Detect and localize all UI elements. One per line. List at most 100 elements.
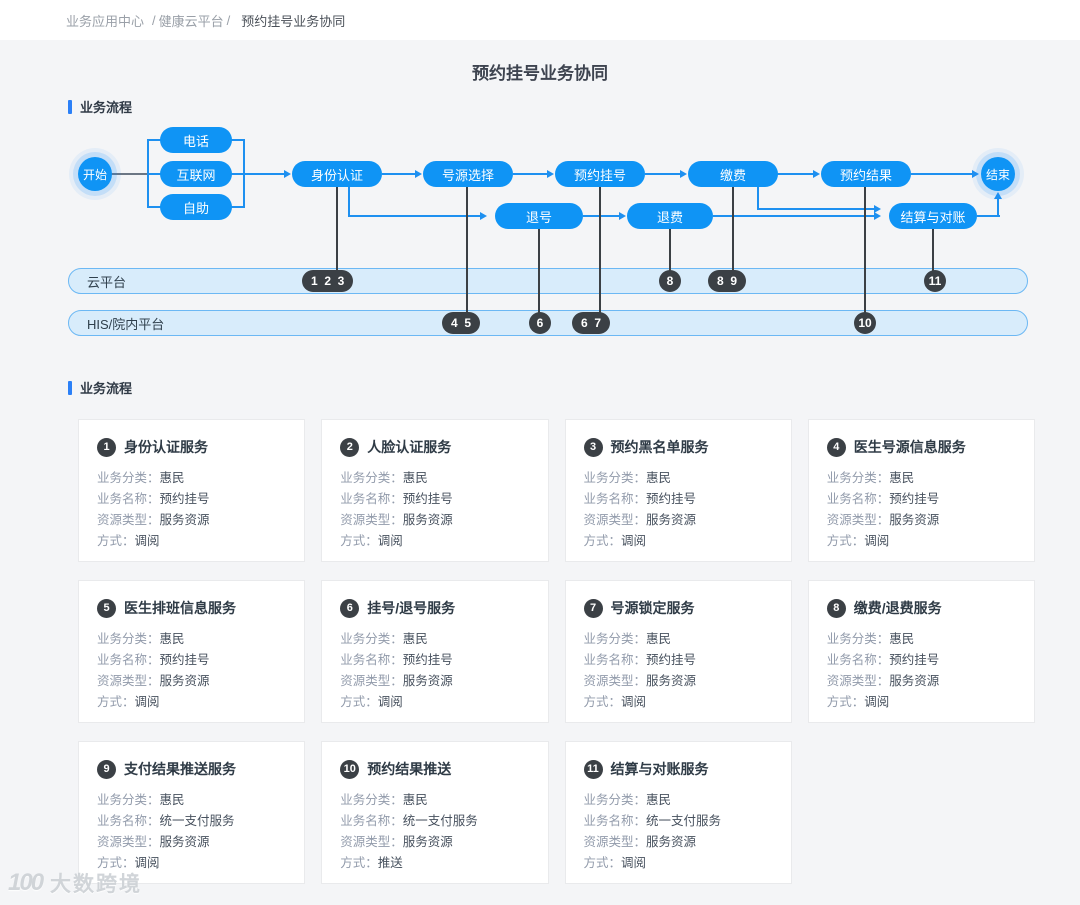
flow-node-source: 号源选择: [423, 161, 513, 187]
card-number-badge: 10: [340, 759, 360, 779]
card-title: 人脸认证服务: [367, 439, 452, 455]
connector: [713, 215, 874, 217]
field-resource: 资源类型：服务资源: [340, 674, 453, 688]
arrow-icon: [972, 170, 979, 178]
card-title: 身份认证服务: [124, 439, 208, 455]
arrow-icon: [547, 170, 554, 178]
flow-node-refund: 退费: [627, 203, 713, 229]
field-category: 业务分类：惠民: [583, 471, 672, 485]
card-fields: 业务分类：惠民 业务名称：预约挂号 资源类型：服务资源 方式：调阅: [584, 629, 773, 713]
section-header-services: 业务流程: [68, 378, 1080, 397]
service-card: 6 挂号/退号服务 业务分类：惠民 业务名称：预约挂号 资源类型：服务资源 方式…: [321, 580, 549, 723]
step-badge-67: 6 7: [572, 312, 611, 334]
card-fields: 业务分类：惠民 业务名称：预约挂号 资源类型：服务资源 方式：调阅: [97, 468, 286, 552]
card-header: 3 预约黑名单服务: [583, 437, 773, 457]
card-fields: 业务分类：惠民 业务名称：预约挂号 资源类型：服务资源 方式：调阅: [584, 468, 773, 552]
connector: [977, 215, 1000, 217]
card-number-badge: 9: [97, 759, 116, 779]
connector: [757, 208, 874, 210]
field-name: 业务名称：预约挂号: [826, 653, 940, 667]
card-number-badge: 3: [583, 437, 603, 457]
arrow-icon: [480, 212, 487, 220]
field-resource: 资源类型：服务资源: [826, 674, 940, 688]
service-card: 11 结算与对账服务 业务分类：惠民 业务名称：统一支付服务 资源类型：服务资源…: [564, 741, 792, 884]
connector: [777, 173, 813, 175]
field-name: 业务名称：预约挂号: [583, 653, 697, 667]
card-header: 2 人脸认证服务: [340, 437, 529, 457]
field-resource: 资源类型：服务资源: [583, 674, 697, 688]
connector: [997, 199, 999, 217]
field-method: 方式：调阅: [583, 695, 647, 709]
arrow-icon: [813, 170, 820, 178]
step-badge-123: 1 2 3: [302, 270, 354, 292]
field-category: 业务分类：惠民: [340, 471, 428, 485]
breadcrumb-item-app-center[interactable]: 业务应用中心: [66, 13, 145, 29]
service-card: 10 预约结果推送 业务分类：惠民 业务名称：统一支付服务 资源类型：服务资源 …: [321, 741, 549, 884]
connector: [348, 187, 350, 216]
card-header: 1 身份认证服务: [97, 437, 286, 457]
connector: [757, 187, 759, 209]
service-card: 2 人脸认证服务 业务分类：惠民 业务名称：预约挂号 资源类型：服务资源 方式：…: [321, 419, 549, 562]
field-resource: 资源类型：服务资源: [97, 835, 210, 849]
card-number-badge: 5: [97, 598, 116, 618]
flow-node-identity: 身份认证: [292, 161, 382, 187]
card-header: 8 缴费/退费服务: [826, 598, 1016, 618]
arrow-icon: [415, 170, 422, 178]
field-method: 方式：调阅: [826, 695, 890, 709]
card-number-badge: 8: [826, 598, 846, 618]
field-method: 方式：调阅: [97, 534, 160, 548]
card-number-badge: 4: [826, 437, 846, 457]
connector: [382, 173, 415, 175]
field-method: 方式：调阅: [826, 534, 890, 548]
section-accent-bar: [68, 380, 72, 395]
card-header: 5 医生排班信息服务: [97, 598, 286, 618]
step-badge-45: 4 5: [442, 312, 481, 334]
flow-node-register: 预约挂号: [555, 161, 645, 187]
service-card: 4 医生号源信息服务 业务分类：惠民 业务名称：预约挂号 资源类型：服务资源 方…: [807, 419, 1035, 562]
connector: [348, 215, 480, 217]
card-header: 11 结算与对账服务: [583, 759, 773, 779]
breadcrumb-separator: /: [226, 12, 231, 28]
field-name: 业务名称：预约挂号: [97, 653, 210, 667]
step-badge-11: 11: [924, 270, 946, 292]
breadcrumb-item-health-cloud[interactable]: 健康云平台: [158, 13, 224, 29]
service-card: 7 号源锁定服务 业务分类：惠民 业务名称：预约挂号 资源类型：服务资源 方式：…: [564, 580, 792, 723]
step-badge-8: 8: [659, 270, 681, 292]
field-method: 方式：调阅: [583, 534, 647, 548]
flow-node-settlement: 结算与对账: [889, 203, 977, 229]
section-header-flow: 业务流程: [68, 97, 1080, 116]
field-category: 业务分类：惠民: [340, 793, 428, 807]
card-fields: 业务分类：惠民 业务名称：预约挂号 资源类型：服务资源 方式：调阅: [340, 468, 529, 552]
card-fields: 业务分类：惠民 业务名称：预约挂号 资源类型：服务资源 方式：调阅: [827, 629, 1016, 713]
section-header-label: 业务流程: [80, 100, 133, 115]
drop-line: [336, 187, 338, 271]
section-accent-bar: [68, 99, 72, 114]
drop-line: [864, 187, 866, 313]
connector-start: [111, 173, 160, 175]
flow-diagram: 开始 结束 电话 互联网 自助 身份认证 号源选择 预约挂号 缴费 预约结果 退…: [0, 120, 1080, 352]
card-number-badge: 6: [340, 598, 360, 618]
field-category: 业务分类：惠民: [583, 793, 672, 807]
watermark-text: 大数跨境: [50, 873, 143, 896]
field-method: 方式：调阅: [97, 695, 160, 709]
arrow-icon: [680, 170, 687, 178]
card-title: 支付结果推送服务: [124, 761, 236, 777]
breadcrumb-separator: /: [152, 12, 156, 28]
flow-node-cancel: 退号: [495, 203, 583, 229]
card-fields: 业务分类：惠民 业务名称：统一支付服务 资源类型：服务资源 方式：推送: [340, 790, 529, 874]
field-name: 业务名称：预约挂号: [340, 653, 453, 667]
drop-line: [466, 187, 468, 313]
field-category: 业务分类：惠民: [826, 471, 915, 485]
field-name: 业务名称：预约挂号: [826, 492, 940, 506]
field-resource: 资源类型：服务资源: [826, 513, 940, 527]
service-card: 3 预约黑名单服务 业务分类：惠民 业务名称：预约挂号 资源类型：服务资源 方式…: [564, 419, 792, 562]
field-category: 业务分类：惠民: [97, 471, 185, 485]
flow-node-phone: 电话: [160, 127, 232, 153]
card-fields: 业务分类：惠民 业务名称：统一支付服务 资源类型：服务资源 方式：调阅: [97, 790, 286, 874]
watermark: 100 大数跨境: [8, 868, 142, 898]
connector: [583, 215, 619, 217]
breadcrumb-item-current: 预约挂号业务协同: [241, 13, 346, 29]
field-category: 业务分类：惠民: [97, 793, 185, 807]
card-title: 挂号/退号服务: [367, 600, 456, 616]
field-resource: 资源类型：服务资源: [340, 513, 453, 527]
